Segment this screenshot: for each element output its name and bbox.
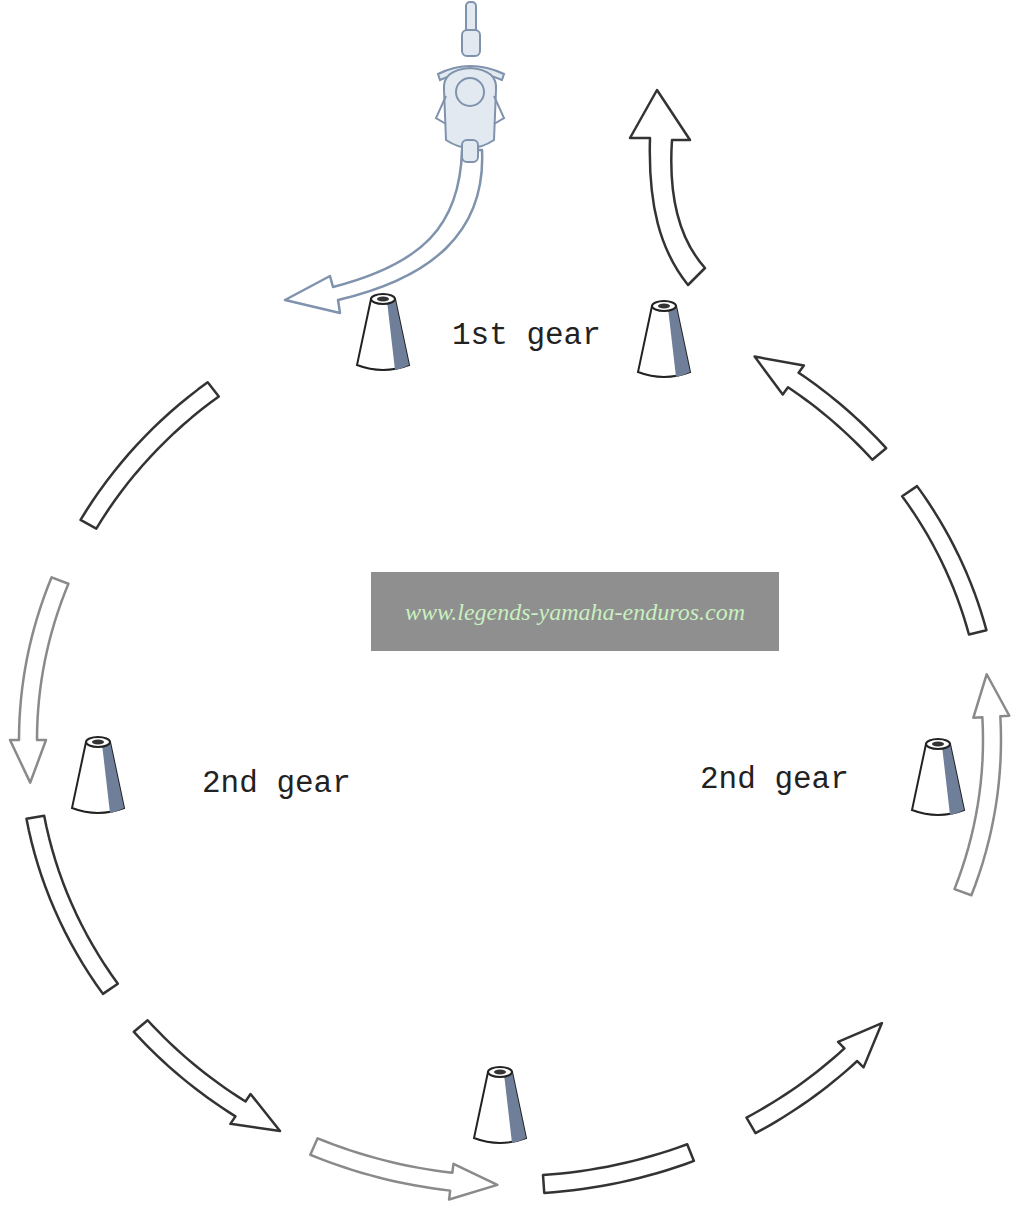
course-arrow [134, 1020, 280, 1131]
cone [357, 294, 409, 370]
course-arrow [630, 90, 705, 285]
course-arrows [10, 357, 1009, 1200]
course-arrow [310, 1138, 497, 1199]
course-arrow [81, 382, 219, 528]
cone [474, 1067, 526, 1143]
course-arrow [26, 816, 117, 994]
gear-label: 1st gear [452, 320, 601, 351]
gear-label: 2nd gear [700, 764, 849, 795]
course-arrow [747, 1023, 882, 1133]
cone [912, 739, 964, 815]
motorcycle-rider [436, 2, 504, 162]
cone [638, 301, 690, 377]
cone [72, 737, 124, 813]
course-arrow [10, 577, 68, 782]
course-arrow [755, 357, 886, 460]
course-arrow [902, 486, 986, 634]
course-arrow [543, 1144, 694, 1193]
course-arrow [954, 674, 1009, 895]
start-arrow [285, 150, 482, 313]
gear-label: 2nd gear [202, 768, 351, 799]
watermark: www.legends-yamaha-enduros.com [405, 600, 745, 624]
